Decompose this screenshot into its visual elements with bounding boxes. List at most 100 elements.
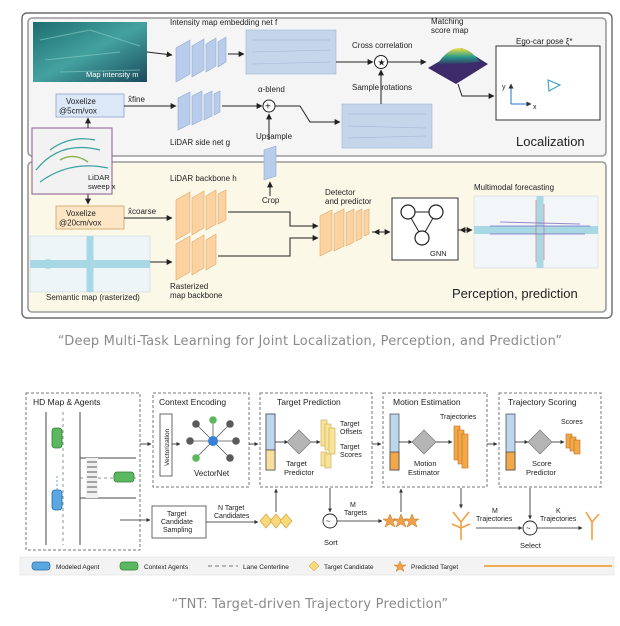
intensity-embedding-net — [175, 36, 227, 83]
matching-score-label-2: score map — [431, 26, 469, 35]
svg-text:~: ~ — [526, 524, 531, 533]
trajectory-scoring-label: Trajectory Scoring — [508, 397, 577, 407]
gnn-label: GNN — [430, 249, 447, 258]
legend-lane-centerline: Lane Centerline — [243, 564, 289, 571]
sampling-label-2: Candidate — [161, 519, 193, 526]
sample-rotations-label: Sample rotations — [352, 83, 412, 92]
lidar-backbone — [175, 189, 227, 241]
ego-pose-label: Ego-car pose ξ* — [516, 37, 573, 46]
motion-estimation-panel — [382, 392, 488, 488]
k-trajectories-glyph — [585, 511, 600, 540]
predicted-targets — [382, 513, 420, 528]
legend-modeled-agent-swatch — [31, 561, 51, 571]
x-fine-label: x̂fine — [128, 95, 145, 104]
k-traj-label-2: Trajectories — [540, 516, 577, 523]
x-coarse-label: x̂coarse — [128, 207, 157, 216]
svg-text:+: + — [265, 102, 271, 113]
ego-car-triangle — [547, 79, 562, 92]
svg-text:★: ★ — [378, 58, 386, 68]
target-offsets-label-1: Target — [340, 421, 360, 428]
trajectory-outputs — [453, 425, 469, 469]
voxelize-fine-label-2: @5cm/vox — [59, 107, 97, 116]
n-targets-label-1: N Target — [218, 505, 244, 512]
vectorization-box — [159, 413, 173, 477]
sampling-label-1: Target — [167, 511, 187, 518]
cross-correlation-label: Cross correlation — [352, 41, 412, 50]
motion-estimator-label-2: Estimator — [408, 468, 440, 477]
vectornet-label: VectorNet — [194, 469, 230, 478]
vectornet-graph — [186, 416, 240, 462]
k-traj-label-1: K — [556, 508, 561, 515]
context-encoding-label: Context Encoding — [159, 397, 226, 407]
target-candidates — [259, 513, 293, 529]
detector-label-2: and predictor — [325, 197, 372, 206]
n-targets-label-2: Candidates — [214, 513, 250, 520]
gnn-box — [391, 197, 459, 261]
semantic-map-label: Semantic map (rasterized) — [46, 293, 140, 302]
map-intensity-image — [33, 22, 147, 82]
svg-text:~: ~ — [326, 517, 331, 526]
target-predictor-label-1: Target — [286, 459, 308, 468]
crop-block — [263, 145, 277, 181]
matching-score-label-1: Matching — [431, 17, 463, 26]
m-trajectories-glyph — [451, 511, 471, 540]
detector-predictor — [319, 208, 370, 257]
legend-modeled-agent: Modeled Agent — [56, 564, 100, 571]
m-targets-label-1: M — [350, 502, 356, 509]
legend-target-candidate-swatch — [308, 560, 320, 572]
target-scores-label-1: Target — [340, 444, 360, 451]
lidar-side-net-label: LiDAR side net g — [170, 138, 230, 147]
modeled-agent-car — [51, 489, 63, 511]
m-targets-label-2: Targets — [344, 510, 367, 517]
figure2-caption: “TNT: Target-driven Trajectory Predictio… — [171, 597, 449, 612]
target-scores-label-2: Scores — [340, 452, 362, 459]
score-predictor-diamond — [527, 429, 553, 455]
score-predictor-label-2: Predictor — [526, 468, 557, 477]
legend-predicted-target-swatch — [393, 560, 407, 572]
figure1: Map intensity m Intensity map embedding … — [21, 12, 613, 319]
lidar-sweep-label-2: sweep x — [88, 182, 116, 191]
legend-predicted-target: Predicted Target — [411, 564, 458, 571]
voxelize-fine-label-1: Voxelize — [66, 97, 96, 106]
cross-correlation-node — [374, 55, 388, 69]
target-prediction-label: Target Prediction — [277, 397, 341, 407]
legend-target-candidate: Target Candidate — [324, 564, 374, 571]
motion-estimation-label: Motion Estimation — [393, 397, 461, 407]
m-traj-label-1: M — [492, 508, 498, 515]
map-intensity-label: Map intensity m — [86, 70, 139, 79]
target-outputs — [320, 419, 336, 469]
rasterized-map-backbone — [175, 233, 217, 281]
hd-map-label: HD Map & Agents — [33, 397, 101, 407]
context-agent-car-1 — [51, 427, 63, 449]
voxelize-coarse-label-2: @20cm/vox — [59, 219, 101, 228]
target-offsets-label-2: Offsets — [340, 429, 363, 436]
motion-estimator-label-1: Motion — [414, 459, 437, 468]
target-predictor-label-2: Predictor — [284, 468, 315, 477]
target-prediction-panel — [259, 392, 373, 488]
perception-prediction-label: Perception, prediction — [452, 286, 578, 301]
legend-context-agents: Context Agents — [144, 564, 189, 571]
legend-context-agent-swatch — [119, 561, 139, 571]
axis-x: x — [533, 104, 537, 111]
select-label: Select — [520, 541, 542, 550]
score-map-peak — [436, 47, 480, 66]
upsample-label: Upsample — [256, 132, 293, 141]
trajectories-label: Trajectories — [440, 414, 477, 421]
scores-label: Scores — [561, 419, 583, 426]
lidar-backbone-label: LiDAR backbone h — [170, 174, 237, 183]
context-agent-car-2 — [113, 471, 135, 483]
score-predictor-label-1: Score — [532, 459, 552, 468]
m-traj-label-2: Trajectories — [476, 516, 513, 523]
intensity-net-label: Intensity map embedding net f — [170, 18, 278, 27]
lidar-side-net — [177, 90, 221, 131]
sort-label: Sort — [324, 538, 339, 547]
figure1-caption: “Deep Multi-Task Learning for Joint Loca… — [57, 334, 563, 349]
figure2: HD Map & Agents Context Encoding Vectori… — [19, 392, 615, 576]
multimodal-forecasting-label: Multimodal forecasting — [474, 183, 554, 192]
target-candidate-sampling-box — [151, 505, 207, 539]
voxelize-coarse-label-1: Voxelize — [66, 209, 96, 218]
vectorization-label: Vectorization — [164, 428, 171, 466]
motion-estimator-diamond — [411, 429, 437, 455]
rasterized-label-1: Rasterized — [170, 282, 208, 291]
